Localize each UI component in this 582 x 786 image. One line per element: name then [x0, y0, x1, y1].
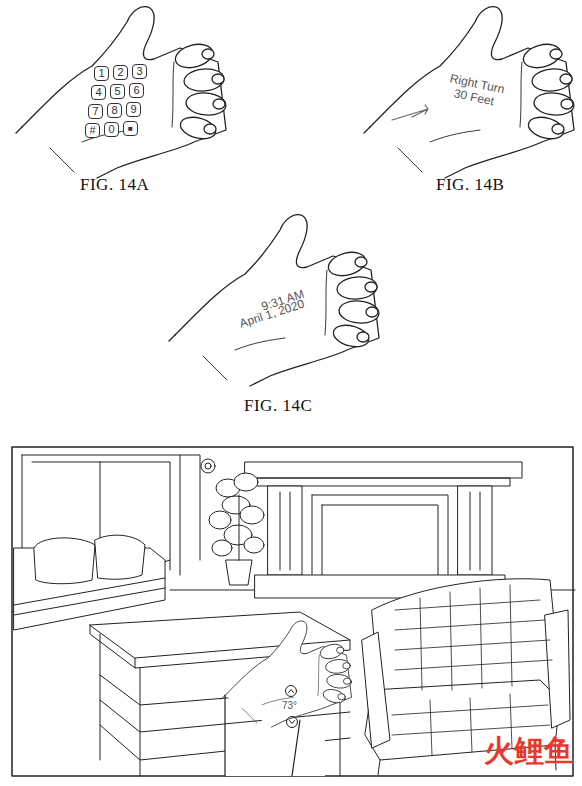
figure-label: FIG. 14B [436, 176, 504, 195]
palm-text: 73° [282, 700, 297, 711]
key-label: 4 [95, 87, 101, 98]
key-label: 8 [111, 105, 117, 116]
figure-label: FIG. 14A [80, 176, 149, 195]
watermark: 火鲤鱼 [484, 734, 574, 767]
keypad-key: 4 [91, 85, 106, 100]
key-label: 0 [108, 124, 114, 135]
keypad-key: # [85, 123, 100, 138]
keypad-key: ■ [123, 121, 138, 136]
key-label: 5 [114, 86, 120, 97]
keypad-key: 8 [107, 103, 122, 118]
keypad-key: 5 [110, 84, 125, 99]
key-label: # [89, 125, 95, 136]
key-label: 7 [92, 106, 98, 117]
keypad-key: 0 [104, 122, 119, 137]
key-label: 9 [130, 104, 136, 115]
keypad-key: 7 [88, 104, 103, 119]
key-label: 1 [98, 68, 104, 79]
key-label: 6 [133, 85, 139, 96]
keypad-key: 3 [132, 64, 147, 79]
key-label: ■ [128, 125, 133, 133]
key-label: 2 [117, 67, 123, 78]
keypad-key: 1 [94, 66, 109, 81]
keypad-key: 6 [129, 83, 144, 98]
keypad-key: 9 [126, 102, 141, 117]
figure-label: FIG. 14C [244, 397, 312, 416]
key-label: 3 [136, 66, 142, 77]
keypad-key: 2 [113, 65, 128, 80]
